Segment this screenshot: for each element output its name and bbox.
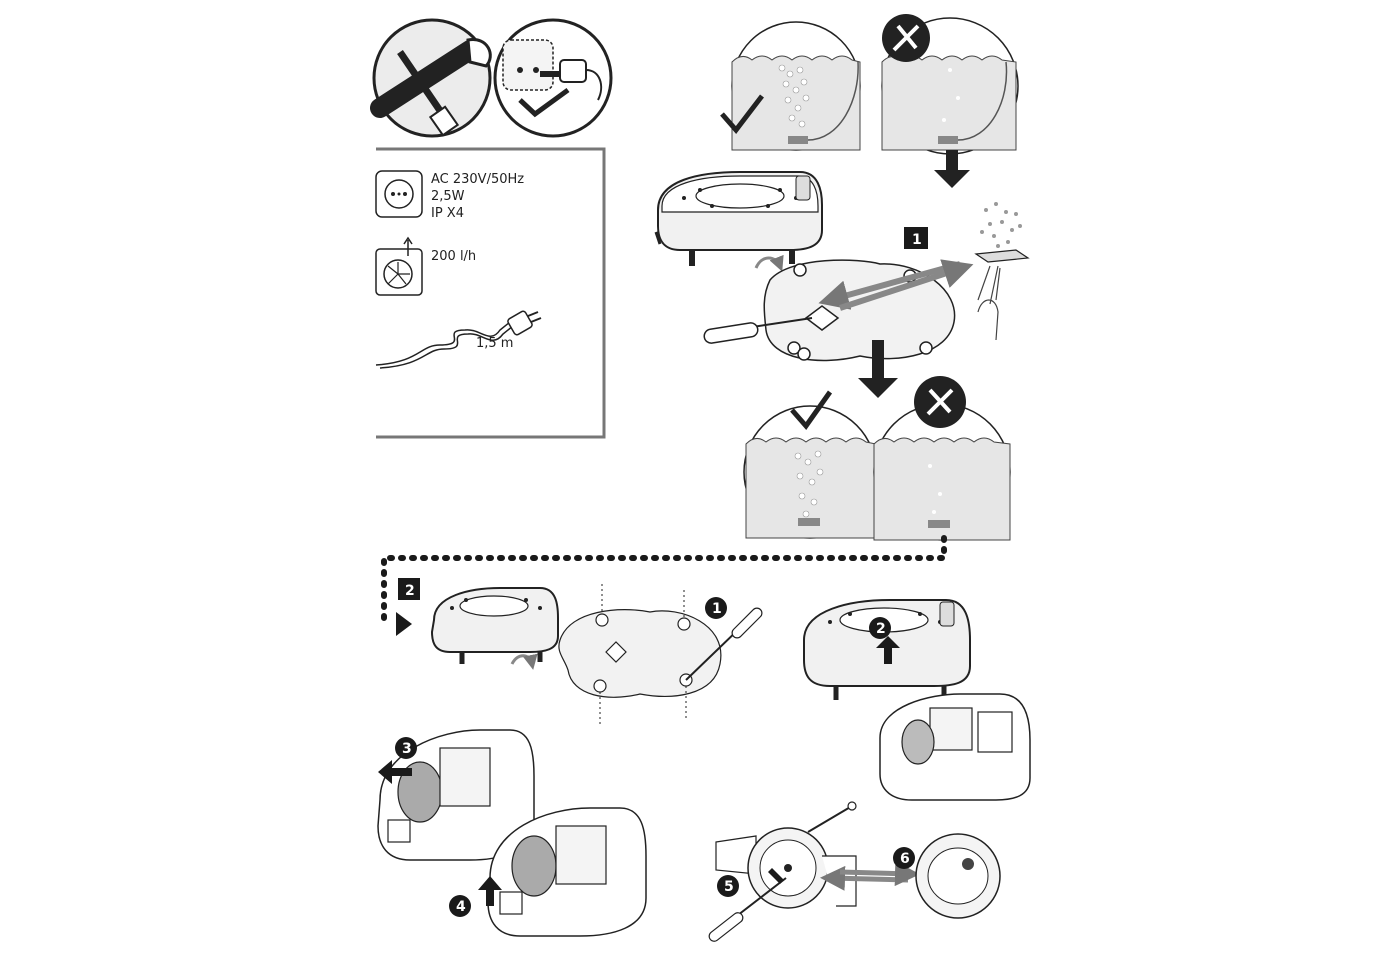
arrow-down-icon	[858, 340, 898, 398]
substep-badge-4: 4	[449, 895, 471, 917]
checkmark-icon	[790, 390, 833, 431]
maintenance-icon-circle	[370, 18, 492, 138]
step-badge-2: 2	[398, 578, 420, 600]
impeller-cover	[915, 833, 1001, 919]
unplug-icon	[502, 39, 603, 101]
filter-sponge-illustration	[974, 202, 1030, 341]
dotted-connector	[381, 535, 947, 629]
arrow-down-icon	[934, 150, 970, 188]
checkmark-icon	[720, 94, 764, 134]
step-number-2: 2	[405, 583, 415, 599]
substep-number-4: 4	[456, 899, 466, 915]
pump-device-top	[654, 171, 823, 266]
pump-housing-open-right	[879, 693, 1031, 801]
step-badge-1: 1	[904, 227, 928, 249]
wrench-screwdriver-icon	[370, 38, 492, 137]
screwdriver-tool	[703, 317, 813, 344]
substep-badge-3: 3	[395, 737, 417, 759]
pump-housing-open-4	[478, 807, 647, 937]
water-circle-good-bottom	[743, 405, 877, 539]
substep-number-1: 1	[712, 601, 722, 617]
substep-badge-5: 5	[717, 875, 739, 897]
water-circle-weak-top	[881, 14, 1019, 155]
pump-device-lifted	[803, 599, 971, 700]
spec-voltage: AC 230V/50Hz	[431, 172, 524, 187]
substep-badge-2: 2	[869, 617, 891, 639]
water-circle-weak-bottom	[873, 376, 1011, 541]
spec-ip-rating: IP X4	[431, 206, 464, 221]
power-plug-icon	[375, 310, 542, 369]
socket-icon	[375, 170, 423, 218]
substep-number-6: 6	[900, 851, 910, 867]
substep-number-5: 5	[724, 879, 734, 895]
unplug-icon-circle	[493, 18, 613, 138]
spec-power: 2,5W	[431, 189, 465, 204]
substep-number-2: 2	[876, 621, 886, 637]
water-circle-good-top	[731, 21, 861, 151]
substep-badge-6: 6	[893, 847, 915, 869]
pump-base-screws	[558, 584, 763, 724]
substep-badge-1: 1	[705, 597, 727, 619]
impeller-chamber	[708, 801, 857, 942]
spec-cable-length: 1,5 m	[476, 336, 513, 351]
substep-number-3: 3	[402, 741, 412, 757]
flow-rate-icon	[375, 236, 423, 296]
pump-housing-open-3	[377, 729, 535, 861]
spec-flow-rate: 200 l/h	[431, 249, 476, 264]
checkmark-icon	[518, 87, 570, 118]
step-number-1: 1	[912, 232, 922, 248]
specifications-panel: AC 230V/50Hz 2,5W IP X4 200 l/h 1,5 m	[375, 147, 606, 439]
pump-device-step2	[430, 587, 559, 664]
